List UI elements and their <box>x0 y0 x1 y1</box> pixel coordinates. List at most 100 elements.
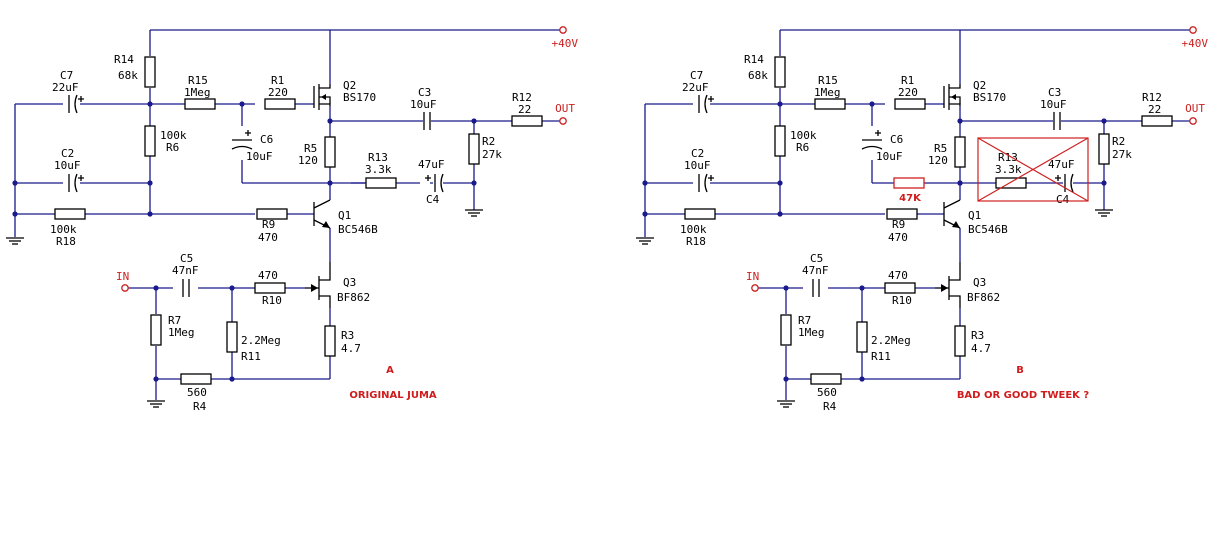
junction-dot <box>229 285 235 291</box>
label-c7-1: 22uF <box>52 81 79 94</box>
junction-dot <box>957 118 963 124</box>
label-c3-0: C3 <box>1048 86 1061 99</box>
label-q1-1: BC546B <box>338 223 378 236</box>
drain-lead <box>949 262 961 281</box>
label-r15-1: 1Meg <box>814 86 841 99</box>
cap-gap <box>697 174 707 192</box>
drain-lead <box>319 262 331 281</box>
label-r6-0: 100k <box>160 129 187 142</box>
label-q3-1: BF862 <box>967 291 1000 304</box>
label-r12-1: 22 <box>1148 103 1161 116</box>
resistor-r15 <box>184 98 216 110</box>
label-r1-0: R1 <box>271 74 284 87</box>
drain-lead <box>949 84 961 89</box>
resistor-r18 <box>684 208 716 220</box>
panel-caption: BAD OR GOOD TWEEK ? <box>957 390 1090 401</box>
junction-dot <box>147 180 153 186</box>
removed-box <box>977 137 1089 202</box>
gate-arrow <box>941 284 948 292</box>
label-r1-1: 220 <box>268 86 288 99</box>
plus-sign <box>245 130 251 136</box>
label-c4-0: 47uF <box>418 158 445 171</box>
resistor-r7 <box>150 314 162 346</box>
resistor-r9 <box>886 208 918 220</box>
label-c2-0: C2 <box>61 147 74 160</box>
resistor-r11 <box>856 321 868 353</box>
resistor-r4 <box>810 373 842 385</box>
label-r4-1: R4 <box>823 400 837 413</box>
input-label: IN <box>116 270 129 283</box>
label-r2-0: R2 <box>482 135 495 148</box>
label-r6-1: R6 <box>166 141 179 154</box>
junction-dot <box>777 180 783 186</box>
label-r5-0: R5 <box>934 142 947 155</box>
junction-dot <box>153 285 159 291</box>
ground-symbol-left <box>636 237 654 245</box>
label-r4-0: 560 <box>187 386 207 399</box>
junction-dot <box>642 211 648 217</box>
cap-plate-curved <box>231 145 253 150</box>
label-c5-1: 47nF <box>802 264 829 277</box>
mosfet-arrow <box>321 94 326 100</box>
capacitor-c4 <box>425 173 444 193</box>
cross-line <box>977 137 1089 202</box>
label-r10-0: 470 <box>258 269 278 282</box>
label-r5-1: 120 <box>928 154 948 167</box>
junction-dot <box>642 180 648 186</box>
label-c3-1: 10uF <box>1040 98 1067 111</box>
capacitor-c7 <box>697 94 714 114</box>
label-r11-1: R11 <box>241 350 261 363</box>
plus-sign <box>425 175 431 181</box>
cap-plate-curved <box>704 94 708 114</box>
plus-sign <box>708 175 714 181</box>
resistor-r5 <box>954 136 966 168</box>
label-c7-1: 22uF <box>682 81 709 94</box>
input-label: IN <box>746 270 759 283</box>
plus-sign <box>1055 175 1061 181</box>
transistor-q2-mosfet <box>313 84 331 110</box>
label-r18-0: 100k <box>50 223 77 236</box>
cap-plate-curved <box>440 173 444 193</box>
resistor-r6 <box>774 125 786 157</box>
label-r5-1: 120 <box>298 154 318 167</box>
resistor-r1 <box>264 98 296 110</box>
resistor-r11 <box>226 321 238 353</box>
plus-sign <box>78 175 84 181</box>
resistor-r9 <box>256 208 288 220</box>
label-c6-0: C6 <box>890 133 903 146</box>
resistor-r13 <box>995 177 1027 189</box>
ground-symbol-left <box>6 237 24 245</box>
ground-symbol-input <box>147 400 165 408</box>
label-r2-1: 27k <box>1112 148 1132 161</box>
label-r13-0: R13 <box>998 151 1018 164</box>
junction-dot <box>777 101 783 107</box>
junction-dot <box>12 211 18 217</box>
cap-gap <box>697 95 707 113</box>
panel-letter: B <box>1016 365 1024 376</box>
label-r10-1: R10 <box>892 294 912 307</box>
label-c2-1: 10uF <box>684 159 711 172</box>
resistor-r12 <box>511 115 543 127</box>
transistor-q3-jfet <box>935 262 961 308</box>
capacitor-c4 <box>1055 173 1074 193</box>
junction-dot <box>327 180 333 186</box>
junction-dot <box>777 211 783 217</box>
resistor-r7 <box>780 314 792 346</box>
cap-plate-curved <box>74 173 78 193</box>
resistor-r14 <box>144 56 156 88</box>
capacitor-c5 <box>182 279 190 297</box>
label-r13-0: R13 <box>368 151 388 164</box>
resistor-r10 <box>884 282 916 294</box>
label-q3-0: Q3 <box>973 276 986 289</box>
plus-sign <box>708 96 714 102</box>
collector-lead <box>943 199 961 209</box>
label-c6-1: 10uF <box>246 150 273 163</box>
label-r15-0: R15 <box>818 74 838 87</box>
junction-dot <box>229 376 235 382</box>
emitter-arrow <box>322 221 330 228</box>
source-lead <box>319 295 331 308</box>
output-label: OUT <box>555 102 575 115</box>
resistor-r15 <box>814 98 846 110</box>
